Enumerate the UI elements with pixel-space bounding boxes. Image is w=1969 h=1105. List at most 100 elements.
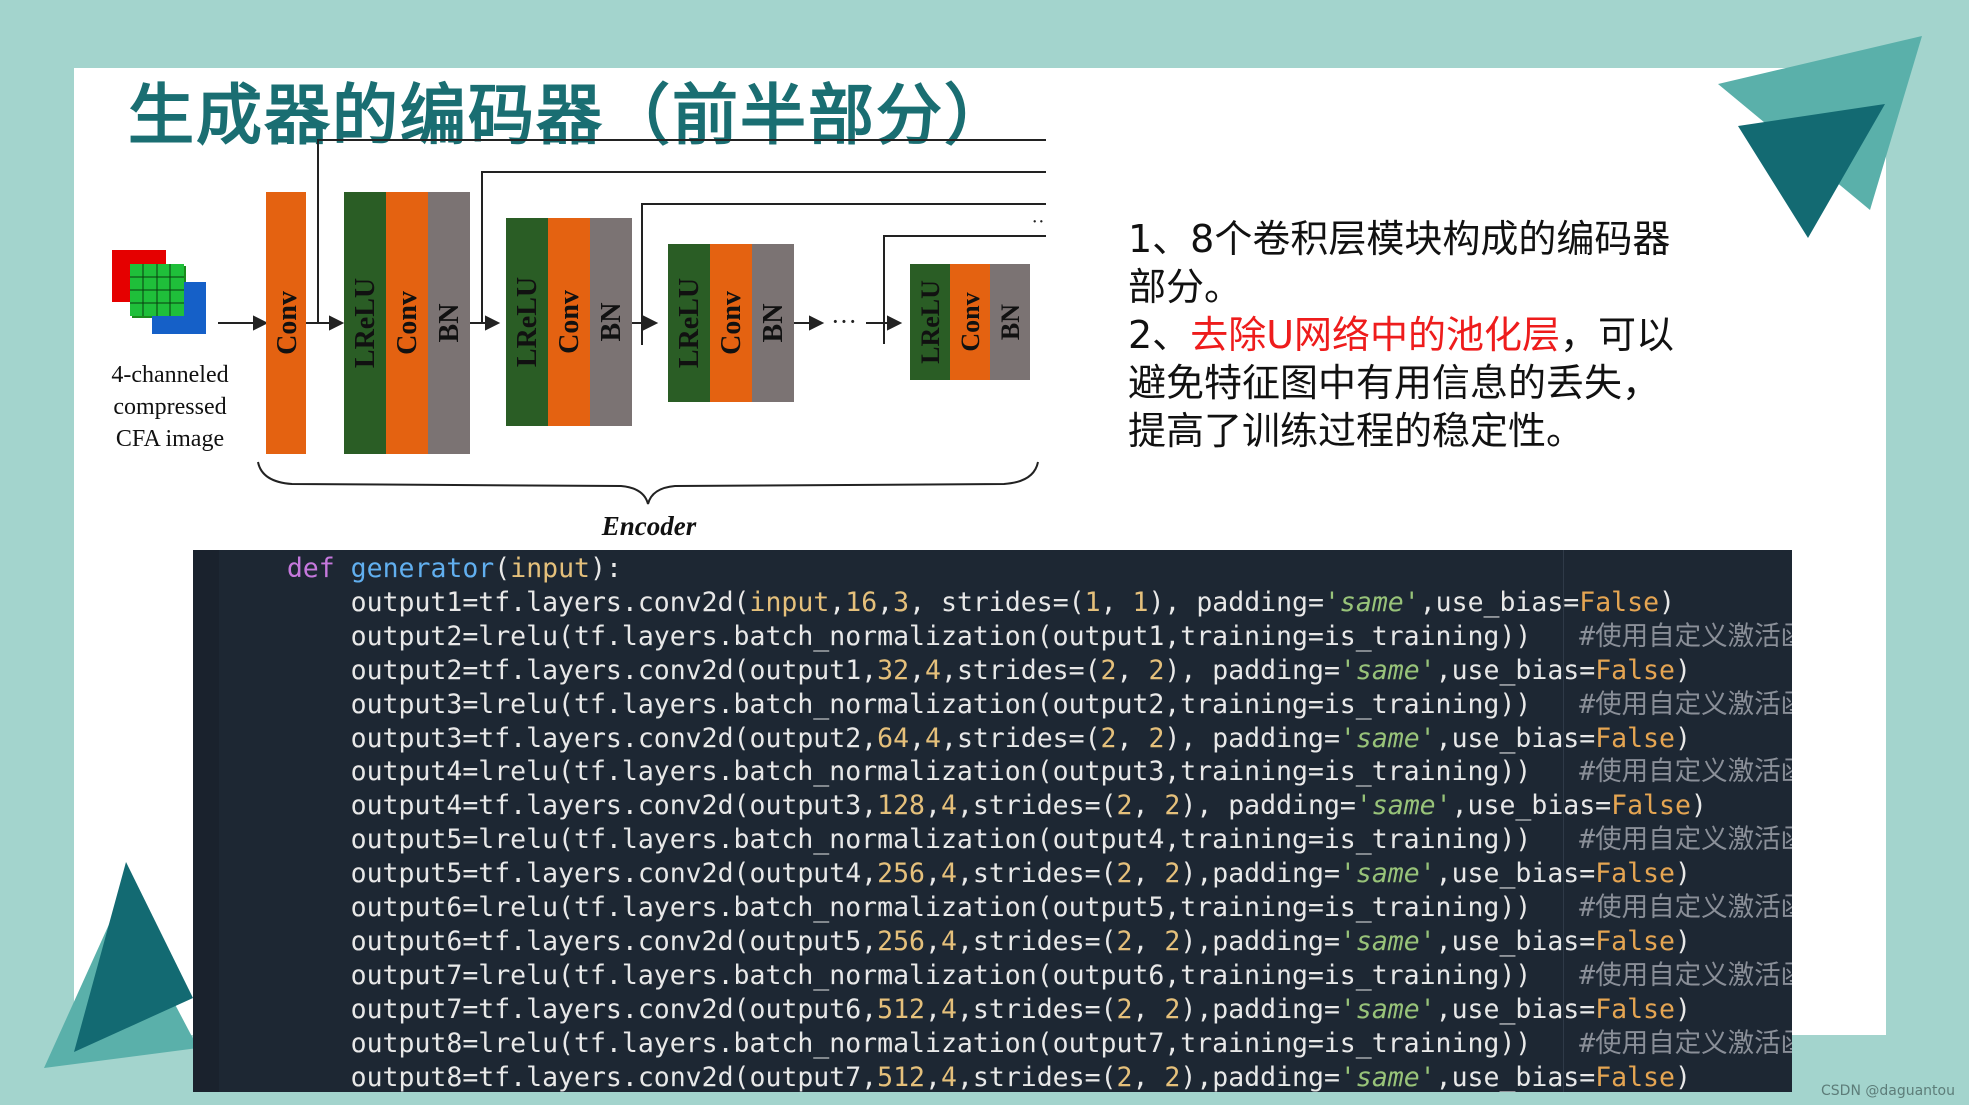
code-comment: #使用自定义激活函数lrelu, [1579,756,1792,788]
conv-label-1: Conv [392,291,423,355]
lrelu-block-4 [910,264,950,380]
encoder-diagram: 4-channeled compressed CFA image ··· ·· … [111,139,1046,541]
code-bool: False [1595,925,1675,957]
code-number: 2 [1164,858,1181,890]
bn-label-1: BN [434,304,465,343]
code-keyword-def: def [286,553,335,584]
code-string: 'same' [1339,993,1436,1025]
conv-block-1 [386,192,428,454]
code-number: 2 [1148,722,1165,754]
code-number: 4 [925,722,941,754]
skip-connections [317,139,1046,345]
code-string: 'same' [1355,790,1452,822]
input-label-line3: CFA image [116,426,224,452]
bullet-line-1: 1、8个卷积层模块构成的编码器 [1128,217,1671,261]
conv-block-4 [950,264,990,380]
code-number: 2 [1116,993,1133,1025]
bn-block-3 [752,244,794,402]
encoder-label: Encoder [601,511,697,541]
code-bool: False [1611,790,1691,822]
conv-label-3: Conv [716,291,747,355]
code-string: 'same' [1339,858,1436,890]
code-comment: #使用自定义激活函数lrelu, [1579,688,1792,720]
code-comment: #使用自定义激活函数lrelu, [1579,959,1792,991]
lrelu-block-3 [668,244,710,402]
code-string: 'same' [1339,654,1436,686]
conv-label-2: Conv [554,290,585,354]
code-number: 256 [877,858,926,890]
bn-block-2 [590,218,632,426]
code-string: 'same' [1339,1061,1436,1092]
code-number: 1 [1084,586,1101,618]
code-string: 'same' [1339,925,1436,957]
bn-label-3: BN [758,304,789,343]
triangle-bottom-left-dark [74,862,193,1052]
code-number: 64 [877,722,910,754]
slide-title: 生成器的编码器（前半部分） [128,77,1012,154]
code-number: 512 [877,993,926,1025]
bn-label-2: BN [596,303,627,342]
code-comment: #使用自定义激活函数lrelu, [1579,824,1792,856]
bullet-line-3-suffix: ，可以 [1560,313,1675,357]
dots-ellipsis: ··· [831,307,857,336]
code-param: input [749,586,830,618]
code-number: 4 [940,1061,957,1092]
code-number: 16 [845,586,878,618]
lrelu-block-1 [344,192,386,454]
bn-block-4 [990,264,1030,380]
bullet-line-3: 2、去除U网络中的池化层，可以 [1128,311,1748,359]
bullet-text: 1、8个卷积层模块构成的编码器 部分。 2、去除U网络中的池化层，可以 避免特征… [1128,215,1748,455]
code-number: 512 [877,1061,926,1092]
code-comment: #使用自定义激活函数lrelu, [1579,892,1792,924]
lrelu-block-2 [506,218,548,426]
code-number: 32 [877,654,910,686]
input-label-line1: 4-channeled [111,362,228,388]
conv-block-first [266,192,306,454]
code-comment: #使用自定义激活函数lrelu, [1579,620,1792,652]
code-bool: False [1595,993,1675,1025]
code-number: 2 [1148,654,1165,686]
lrelu-label-1: LReLU [350,278,381,368]
triangle-top-right-dark [1738,104,1885,238]
code-number: 2 [1116,925,1133,957]
code-number: 1 [1132,586,1149,618]
small-dots: ·· [1031,211,1044,233]
code-number: 2 [1164,925,1181,957]
code-bool: False [1579,586,1660,618]
bullet-line-3-prefix: 2、 [1128,313,1191,357]
lrelu-label-3: LReLU [674,278,705,368]
bullet-line-5: 提高了训练过程的稳定性。 [1128,409,1585,453]
code-number: 2 [1164,993,1181,1025]
watermark: CSDN @daguantou [1821,1083,1955,1099]
bullet-line-2: 部分。 [1128,265,1243,309]
bn-block-1 [428,192,470,454]
lrelu-label-2: LReLU [512,277,543,367]
code-bool: False [1595,654,1675,686]
code-number: 2 [1164,790,1181,822]
input-image-icon [112,250,206,334]
code-number: 256 [877,925,926,957]
code-gutter [193,550,219,1092]
code-number: 2 [1116,858,1133,890]
code-number: 2 [1116,790,1133,822]
conv-label-4: Conv [956,292,985,351]
code-number: 4 [925,654,941,686]
conv-block-3 [710,244,752,402]
code-number: 2 [1116,1061,1133,1092]
code-param: input [510,553,591,584]
code-number: 2 [1100,654,1117,686]
lrelu-label-4: LReLU [916,280,945,364]
code-number: 2 [1164,1061,1181,1092]
code-number: 128 [877,790,926,822]
conv-label-first: Conv [272,291,303,355]
code-number: 4 [940,858,957,890]
code-string: 'same' [1339,722,1436,754]
code-function-name: generator [350,553,495,584]
code-number: 2 [1100,722,1117,754]
code-text: def generator(input): output1=tf.layers.… [223,552,1792,1092]
code-comment: #使用自定义激活函数lrelu, [1579,1027,1792,1059]
code-number: 4 [940,993,957,1025]
input-label-line2: compressed [113,394,226,420]
code-bool: False [1595,722,1675,754]
